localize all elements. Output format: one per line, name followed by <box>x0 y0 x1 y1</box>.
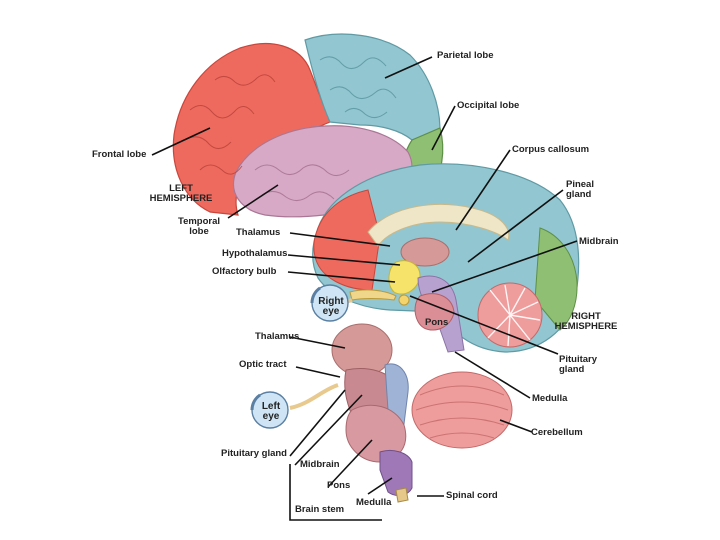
label-pituitary-gland-left: Pituitary gland <box>221 449 287 459</box>
label-thalamus-bottom: Thalamus <box>255 332 299 342</box>
label-medulla-right: Medulla <box>532 394 567 404</box>
label-medulla-bottom: Medulla <box>356 498 391 508</box>
label-midbrain-right: Midbrain <box>579 237 619 247</box>
label-pons-mid: Pons <box>425 318 448 328</box>
label-corpus-callosum: Corpus callosum <box>512 145 589 155</box>
cerebellum-bottom <box>412 372 512 448</box>
spinal-cord-region <box>396 488 408 502</box>
label-right-hemisphere: RIGHT HEMISPHERE <box>550 312 622 332</box>
label-temporal-lobe: Temporal lobe <box>172 217 226 237</box>
brain-stem-dissection <box>290 324 512 502</box>
label-midbrain-bottom: Midbrain <box>300 460 340 470</box>
medulla-bottom-region <box>380 450 412 495</box>
label-optic-tract: Optic tract <box>239 360 287 370</box>
label-left-eye: Left eye <box>255 402 287 422</box>
label-cerebellum: Cerebellum <box>531 428 583 438</box>
label-pituitary-gland-right: Pituitary gland <box>559 355 597 375</box>
label-thalamus-top: Thalamus <box>236 228 280 238</box>
label-hypothalamus: Hypothalamus <box>222 249 287 259</box>
label-pineal-gland: Pineal gland <box>566 180 594 200</box>
label-right-eye: Right eye <box>315 297 347 317</box>
label-left-hemisphere: LEFT HEMISPHERE <box>146 184 216 204</box>
label-pons-bottom: Pons <box>327 481 350 491</box>
pituitary-region <box>399 295 409 305</box>
label-parietal-lobe: Parietal lobe <box>437 51 494 61</box>
label-occipital-lobe: Occipital lobe <box>457 101 519 111</box>
label-frontal-lobe: Frontal lobe <box>92 150 146 160</box>
label-olfactory-bulb: Olfactory bulb <box>212 267 276 277</box>
label-spinal-cord: Spinal cord <box>446 491 498 501</box>
label-brain-stem: Brain stem <box>295 505 344 515</box>
